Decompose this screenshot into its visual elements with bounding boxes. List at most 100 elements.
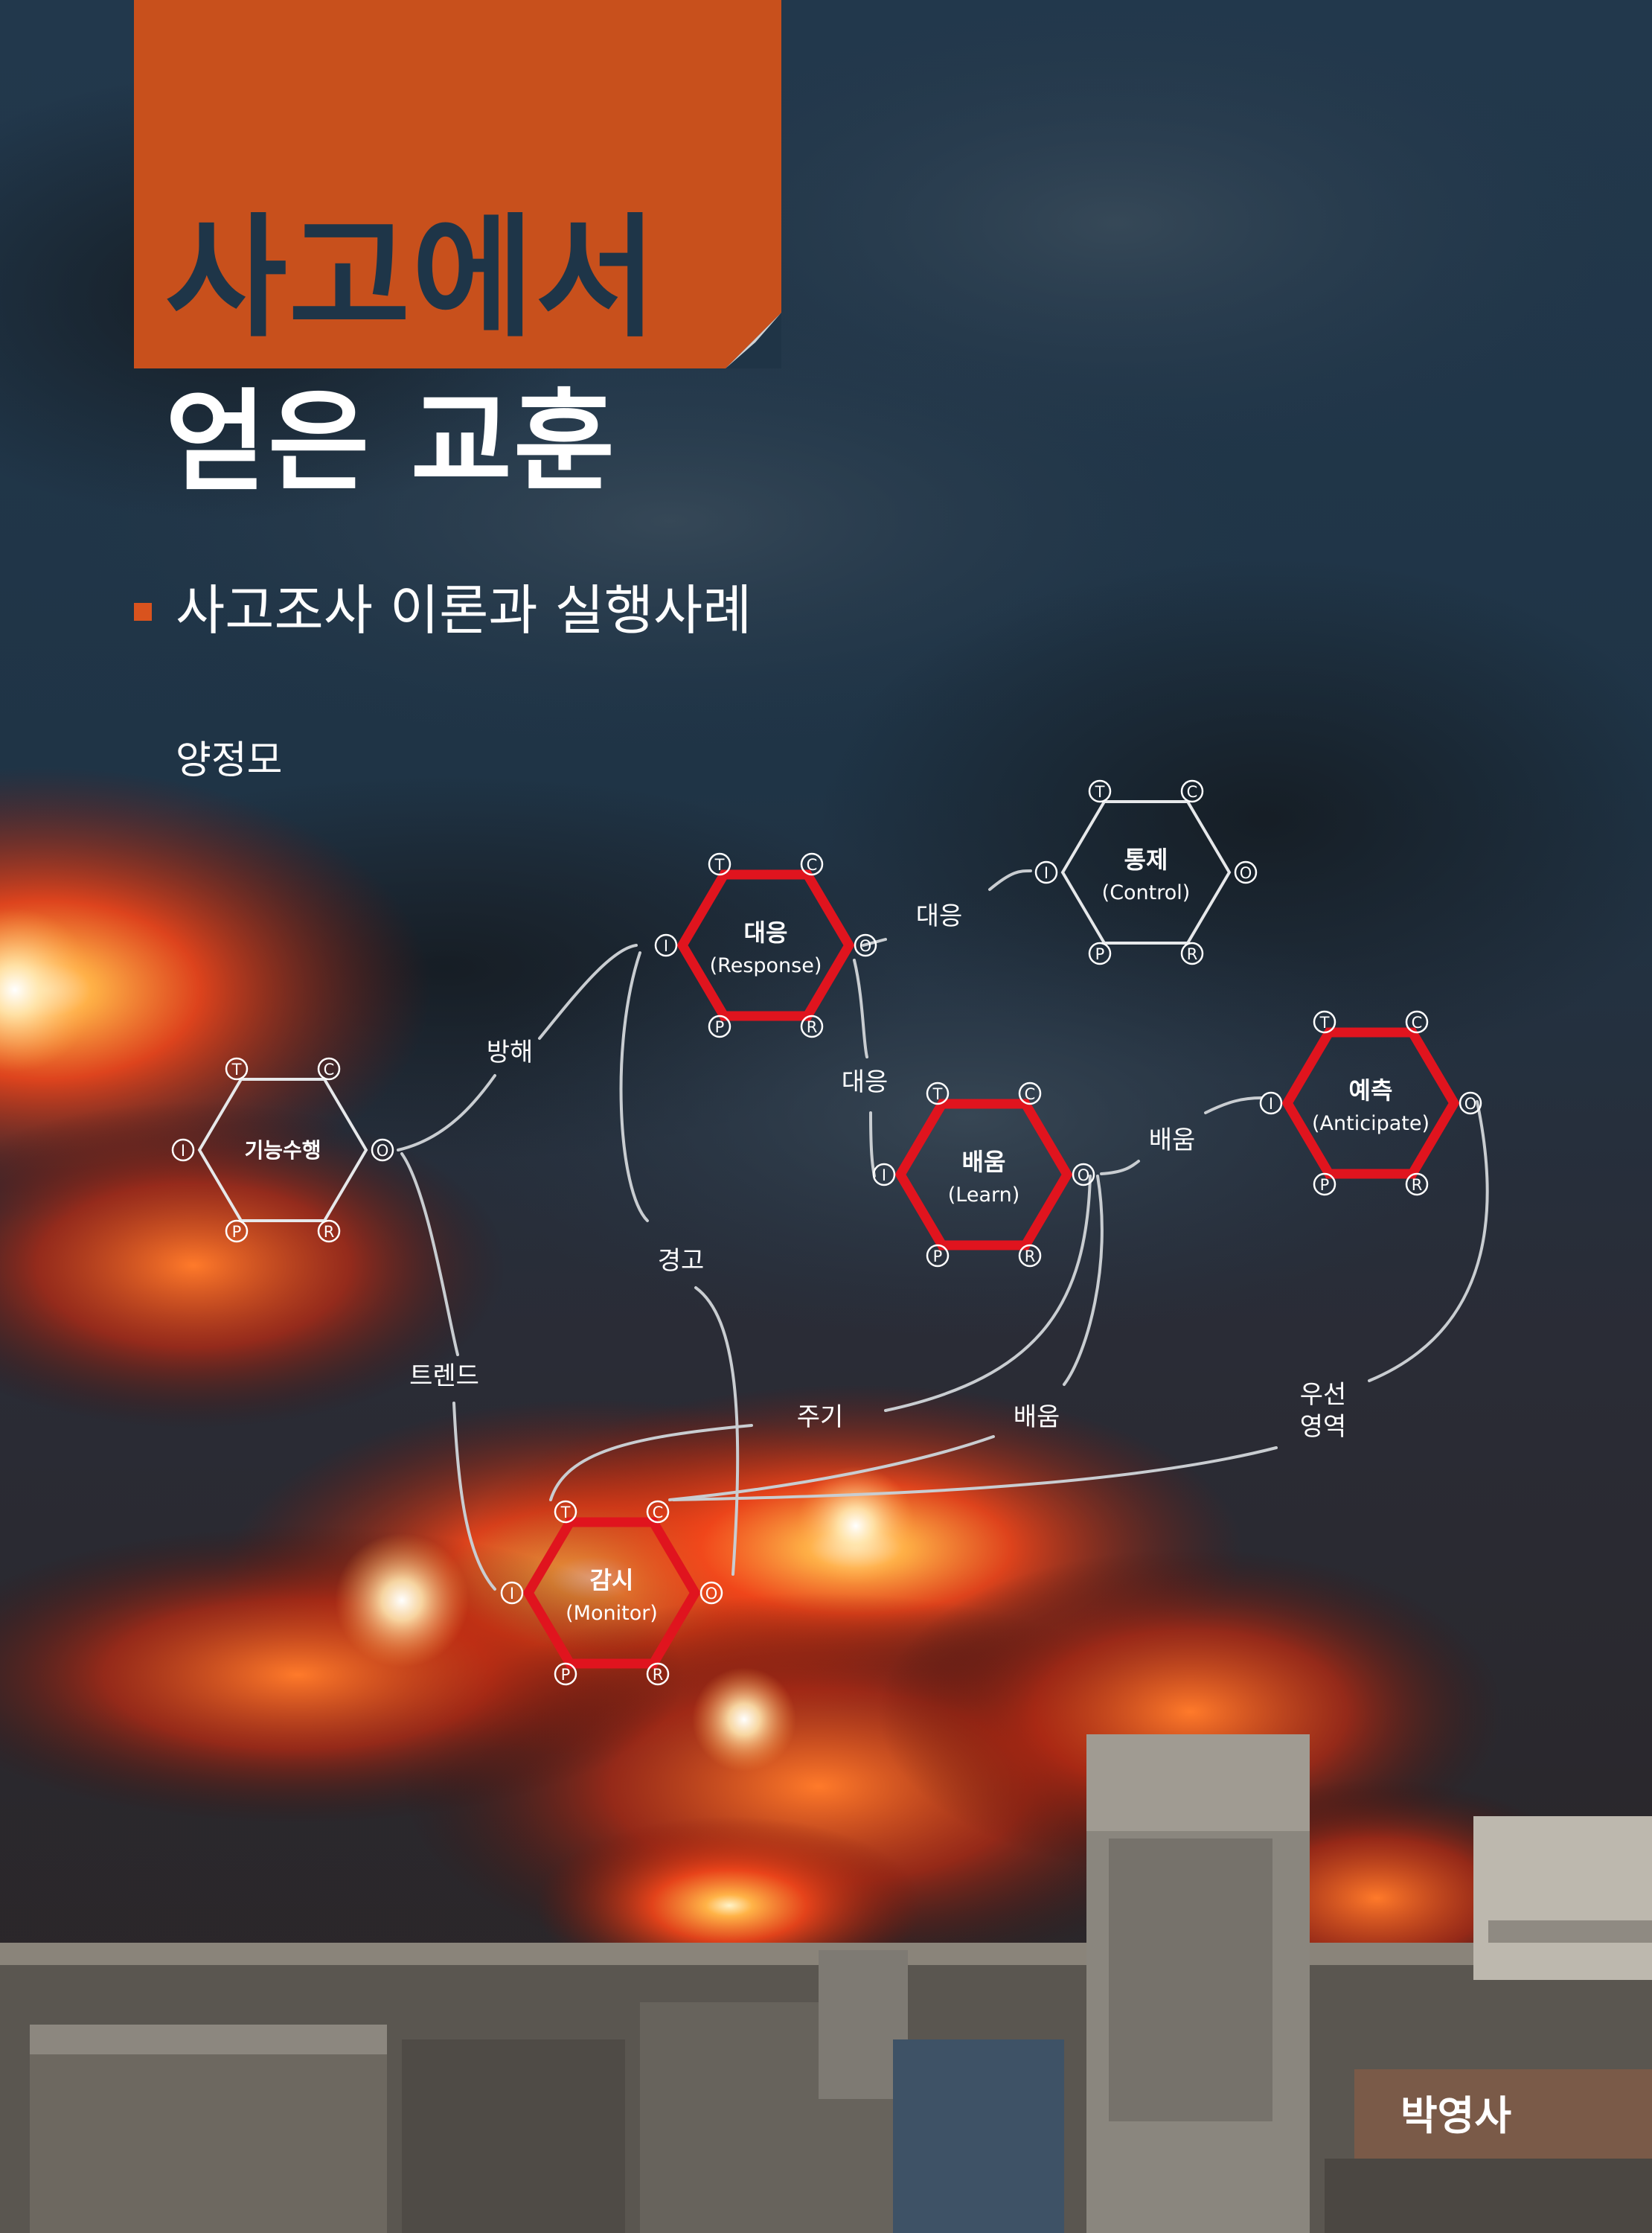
aspect-i-label-monitor: I	[510, 1585, 514, 1603]
aspect-i-label-performance: I	[181, 1142, 185, 1160]
aspect-o-circle-response	[854, 933, 877, 957]
coupling-line-response-learn-2	[869, 1111, 876, 1178]
subtitle-bullet	[134, 603, 152, 621]
aspect-r-circle-control	[1180, 942, 1204, 965]
coupling-label-trend: 트렌드	[409, 1361, 479, 1391]
aspect-c-label-learn: C	[1025, 1085, 1036, 1103]
coupling-line-warning	[619, 951, 649, 1222]
aspect-o-circle-control	[1234, 860, 1258, 884]
aspect-i-circle-response	[654, 933, 678, 957]
aspect-c-circle-performance	[317, 1057, 341, 1081]
aspect-i-label-response: I	[664, 937, 668, 955]
coupling-label-response-learn: 대응	[842, 1067, 889, 1097]
coupling-line-response-learn	[853, 959, 868, 1058]
function-english-learn: (Learn)	[948, 1183, 1020, 1207]
coupling-line-obstruction-2	[538, 944, 638, 1040]
aspect-p-label-learn: P	[933, 1248, 943, 1265]
aspect-c-circle-response	[800, 852, 824, 876]
coupling-line-response-control-2	[988, 869, 1032, 891]
author-name: 양정모	[176, 738, 283, 783]
aspect-p-circle-monitor	[554, 1662, 577, 1686]
aspect-r-label-control: R	[1187, 945, 1198, 963]
aspect-o-label-monitor: O	[705, 1585, 718, 1603]
aspect-c-label-control: C	[1187, 783, 1198, 801]
aspect-r-label-monitor: R	[653, 1666, 664, 1684]
coupling-line-priority-2	[672, 1446, 1278, 1501]
coupling-line-cycle	[884, 1175, 1092, 1412]
aspect-r-circle-learn	[1018, 1244, 1042, 1268]
aspect-c-circle-control	[1180, 779, 1204, 803]
aspect-r-circle-response	[800, 1015, 824, 1038]
aspect-o-label-performance: O	[377, 1142, 389, 1160]
coupling-line-trend-2	[452, 1402, 496, 1591]
coupling-label-priority-line1: 우선	[1300, 1380, 1347, 1410]
coupling-line-learn-anticipate	[1100, 1160, 1140, 1175]
aspect-o-circle-monitor	[699, 1581, 723, 1605]
aspect-i-circle-control	[1034, 860, 1058, 884]
aspect-o-circle-learn	[1072, 1163, 1095, 1186]
aspect-i-circle-anticipate	[1259, 1091, 1283, 1115]
aspect-t-label-performance: T	[231, 1061, 242, 1079]
coupling-line-warning-2	[694, 1286, 740, 1576]
aspect-c-label-performance: C	[324, 1061, 335, 1079]
aspect-t-label-anticipate: T	[1319, 1014, 1330, 1032]
function-name-anticipate: 예측	[1349, 1076, 1393, 1105]
title-tab	[134, 0, 781, 368]
aspect-t-circle-monitor	[554, 1500, 577, 1524]
aspect-i-circle-monitor	[500, 1581, 524, 1605]
aspect-c-label-monitor: C	[653, 1504, 664, 1521]
coupling-line-learn-monitor	[1063, 1175, 1104, 1386]
coupling-label-response-control: 대응	[916, 901, 963, 931]
coupling-line-trend	[400, 1152, 459, 1356]
aspect-c-circle-learn	[1018, 1082, 1042, 1105]
coupling-line-learn-anticipate-2	[1204, 1096, 1263, 1114]
function-english-control: (Control)	[1102, 881, 1191, 904]
aspect-r-circle-anticipate	[1405, 1172, 1429, 1196]
publisher-logo: 박영사	[1400, 2092, 1512, 2139]
aspect-c-circle-monitor	[646, 1500, 670, 1524]
aspect-p-circle-anticipate	[1313, 1172, 1336, 1196]
aspect-i-label-anticipate: I	[1269, 1095, 1273, 1113]
aspect-o-label-learn: O	[1078, 1166, 1090, 1184]
function-english-monitor: (Monitor)	[566, 1602, 658, 1625]
aspect-r-circle-monitor	[646, 1662, 670, 1686]
aspect-o-label-control: O	[1240, 864, 1252, 882]
aspect-r-label-learn: R	[1025, 1248, 1036, 1265]
aspect-t-label-response: T	[714, 856, 725, 874]
book-title-line1: 사고에서	[165, 201, 659, 355]
aspect-p-circle-performance	[225, 1219, 249, 1243]
aspect-c-label-anticipate: C	[1412, 1014, 1423, 1032]
aspect-t-circle-learn	[926, 1082, 950, 1105]
aspect-t-circle-response	[708, 852, 731, 876]
function-name-monitor: 감시	[590, 1566, 634, 1594]
aspect-i-circle-learn	[872, 1163, 896, 1186]
function-name-control: 통제	[1124, 846, 1168, 874]
aspect-t-label-control: T	[1095, 783, 1105, 801]
book-title-line2: 얻은 교훈	[165, 378, 617, 506]
book-subtitle: 사고조사 이론과 실행사례	[176, 579, 752, 642]
page-corner-fold	[726, 313, 781, 368]
aspect-c-circle-anticipate	[1405, 1010, 1429, 1034]
aspect-o-label-anticipate: O	[1464, 1095, 1477, 1113]
aspect-p-circle-response	[708, 1015, 731, 1038]
aspect-r-label-performance: R	[324, 1223, 335, 1241]
aspect-p-label-control: P	[1095, 945, 1105, 963]
coupling-line-response-control	[862, 938, 887, 947]
aspect-r-label-anticipate: R	[1412, 1176, 1423, 1194]
aspect-p-label-monitor: P	[561, 1666, 571, 1684]
function-name-performance: 기능수행	[244, 1138, 321, 1163]
aspect-c-label-response: C	[807, 856, 818, 874]
aspect-t-circle-anticipate	[1313, 1010, 1336, 1034]
aspect-t-label-monitor: T	[560, 1504, 571, 1521]
function-english-response: (Response)	[710, 954, 822, 977]
coupling-line-learn-monitor-2	[668, 1435, 995, 1501]
aspect-r-circle-performance	[317, 1219, 341, 1243]
coupling-line-cycle-2	[549, 1424, 753, 1501]
coupling-label-learn-monitor: 배움	[1014, 1402, 1060, 1432]
aspect-p-circle-control	[1088, 942, 1112, 965]
